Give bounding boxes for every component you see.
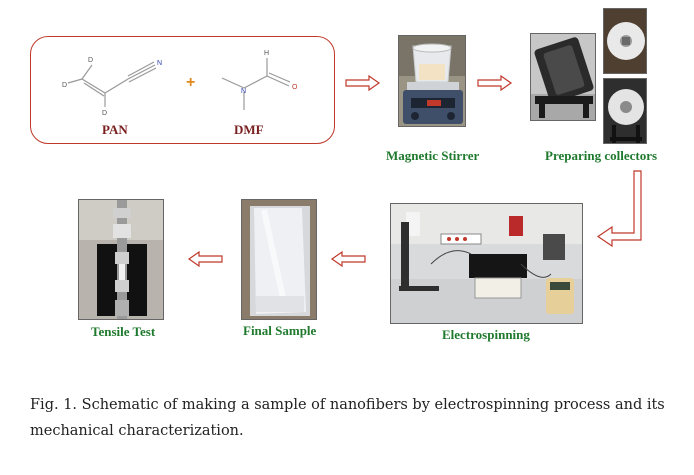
tensile-test-photo (78, 199, 164, 320)
plus-sign: + (186, 74, 196, 91)
dmf-atom-n: N (241, 88, 246, 95)
pan-structure: D D D N (62, 57, 162, 117)
final-sample-photo (241, 199, 317, 320)
reagents-box (30, 36, 335, 144)
arrow-down-left (596, 170, 642, 248)
arrow-left-2 (187, 251, 223, 267)
dmf-atom-h: H (264, 50, 269, 57)
final-sample-label: Final Sample (243, 323, 317, 338)
dmf-label: DMF (234, 122, 264, 137)
magnetic-stirrer-label: Magnetic Stirrer (386, 148, 480, 163)
figure-caption: Fig. 1. Schematic of making a sample of … (30, 397, 665, 439)
collector-drum-photo (530, 33, 596, 121)
magnetic-stirrer-photo (398, 35, 466, 127)
pan-label: PAN (102, 122, 128, 137)
preparing-collectors-label: Preparing collectors (545, 148, 658, 163)
arrow-left-1 (330, 251, 366, 267)
electrospinning-label: Electrospinning (442, 327, 530, 342)
collector-disk-photo-bottom (603, 78, 647, 144)
pan-atom-n: N (157, 60, 162, 67)
tensile-test-label: Tensile Test (91, 324, 156, 339)
dmf-structure: H O N (221, 50, 298, 110)
arrow-right-2 (477, 75, 513, 91)
pan-atom-d1: D (88, 57, 93, 64)
pan-atom-d2: D (62, 82, 67, 89)
dmf-atom-o: O (292, 84, 298, 91)
electrospinning-photo (390, 203, 583, 324)
arrow-right-1 (345, 75, 381, 91)
collector-disk-photo-top (603, 8, 647, 74)
pan-atom-d3: D (102, 110, 107, 117)
